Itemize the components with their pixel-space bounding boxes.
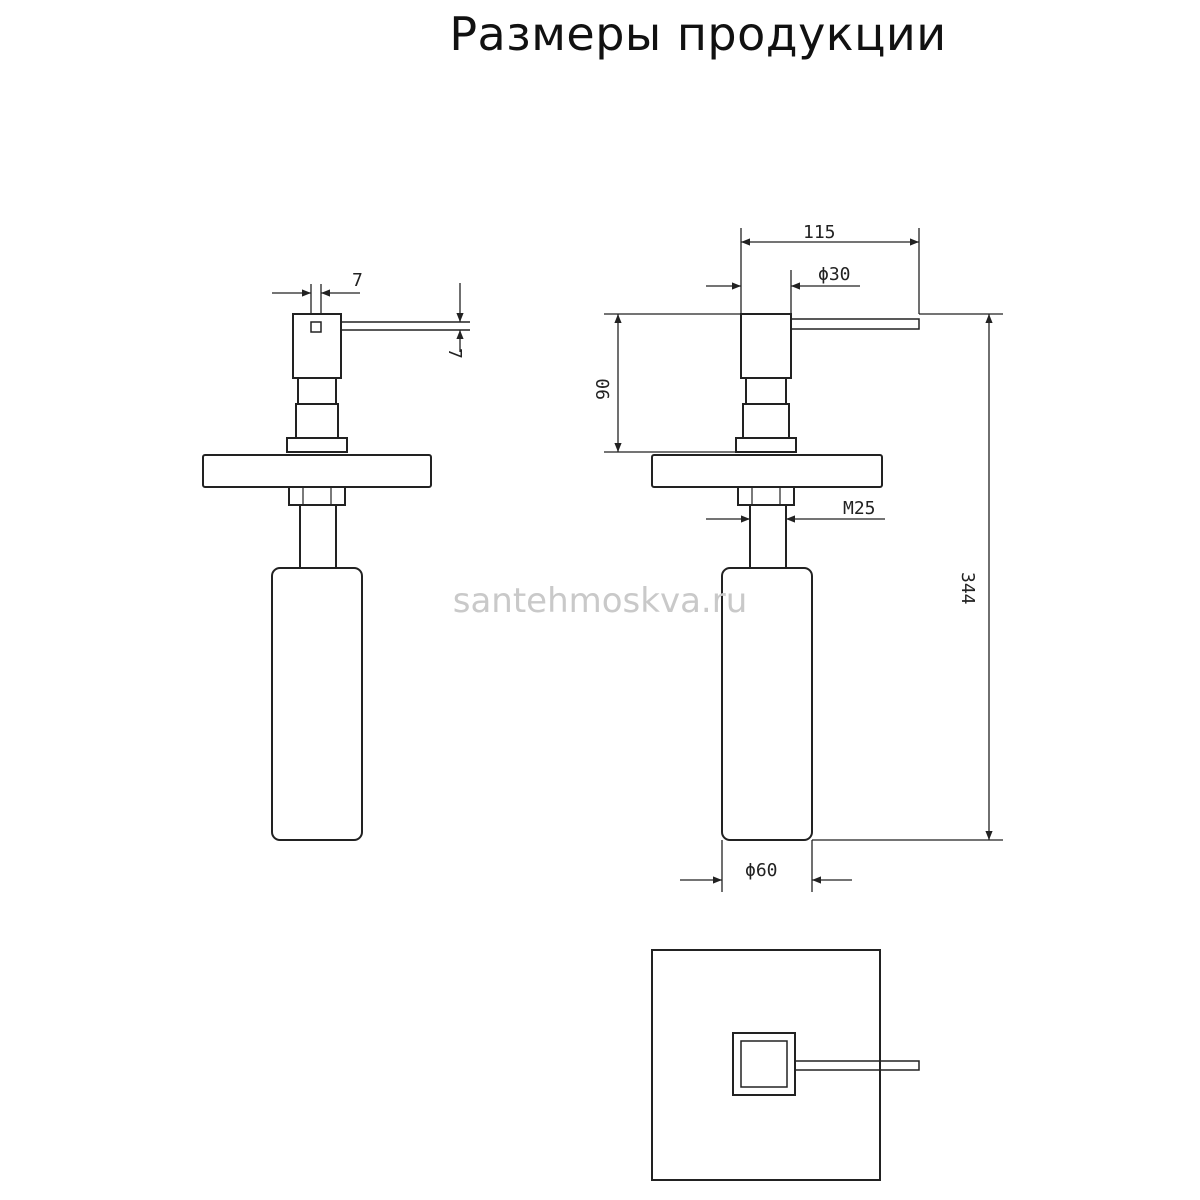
mounting-plate [651,454,883,488]
side-dimensions [272,283,464,352]
side-view [202,313,470,841]
page-title: Размеры продукции [449,7,947,61]
spout-top [795,1060,920,1071]
spout [790,318,920,330]
front-view [651,313,920,841]
pump-head [292,313,342,379]
spout-reach-label: 115 [803,222,836,243]
bottle-diameter-label: ϕ60 [745,860,778,881]
lever-slot [310,321,322,333]
total-height-label: 344 [957,572,978,605]
top-view [651,949,920,1181]
lever [341,321,470,331]
lever-thickness-label: 7 [444,348,465,359]
mounting-nut [737,486,795,506]
pump-head [740,313,792,379]
soap-bottle [721,567,813,841]
lever-width-label: 7 [352,270,363,291]
head-diameter-label: ϕ30 [818,264,851,285]
soap-bottle [271,567,363,841]
mounting-plate-top [651,949,881,1181]
head-height-label: 90 [593,378,614,400]
mounting-plate [202,454,432,488]
mounting-nut [288,486,346,506]
watermark: santehmoskva.ru [453,581,748,621]
thread-label: M25 [843,498,876,519]
front-dimensions [604,228,1003,892]
pump-head-top [732,1032,796,1096]
